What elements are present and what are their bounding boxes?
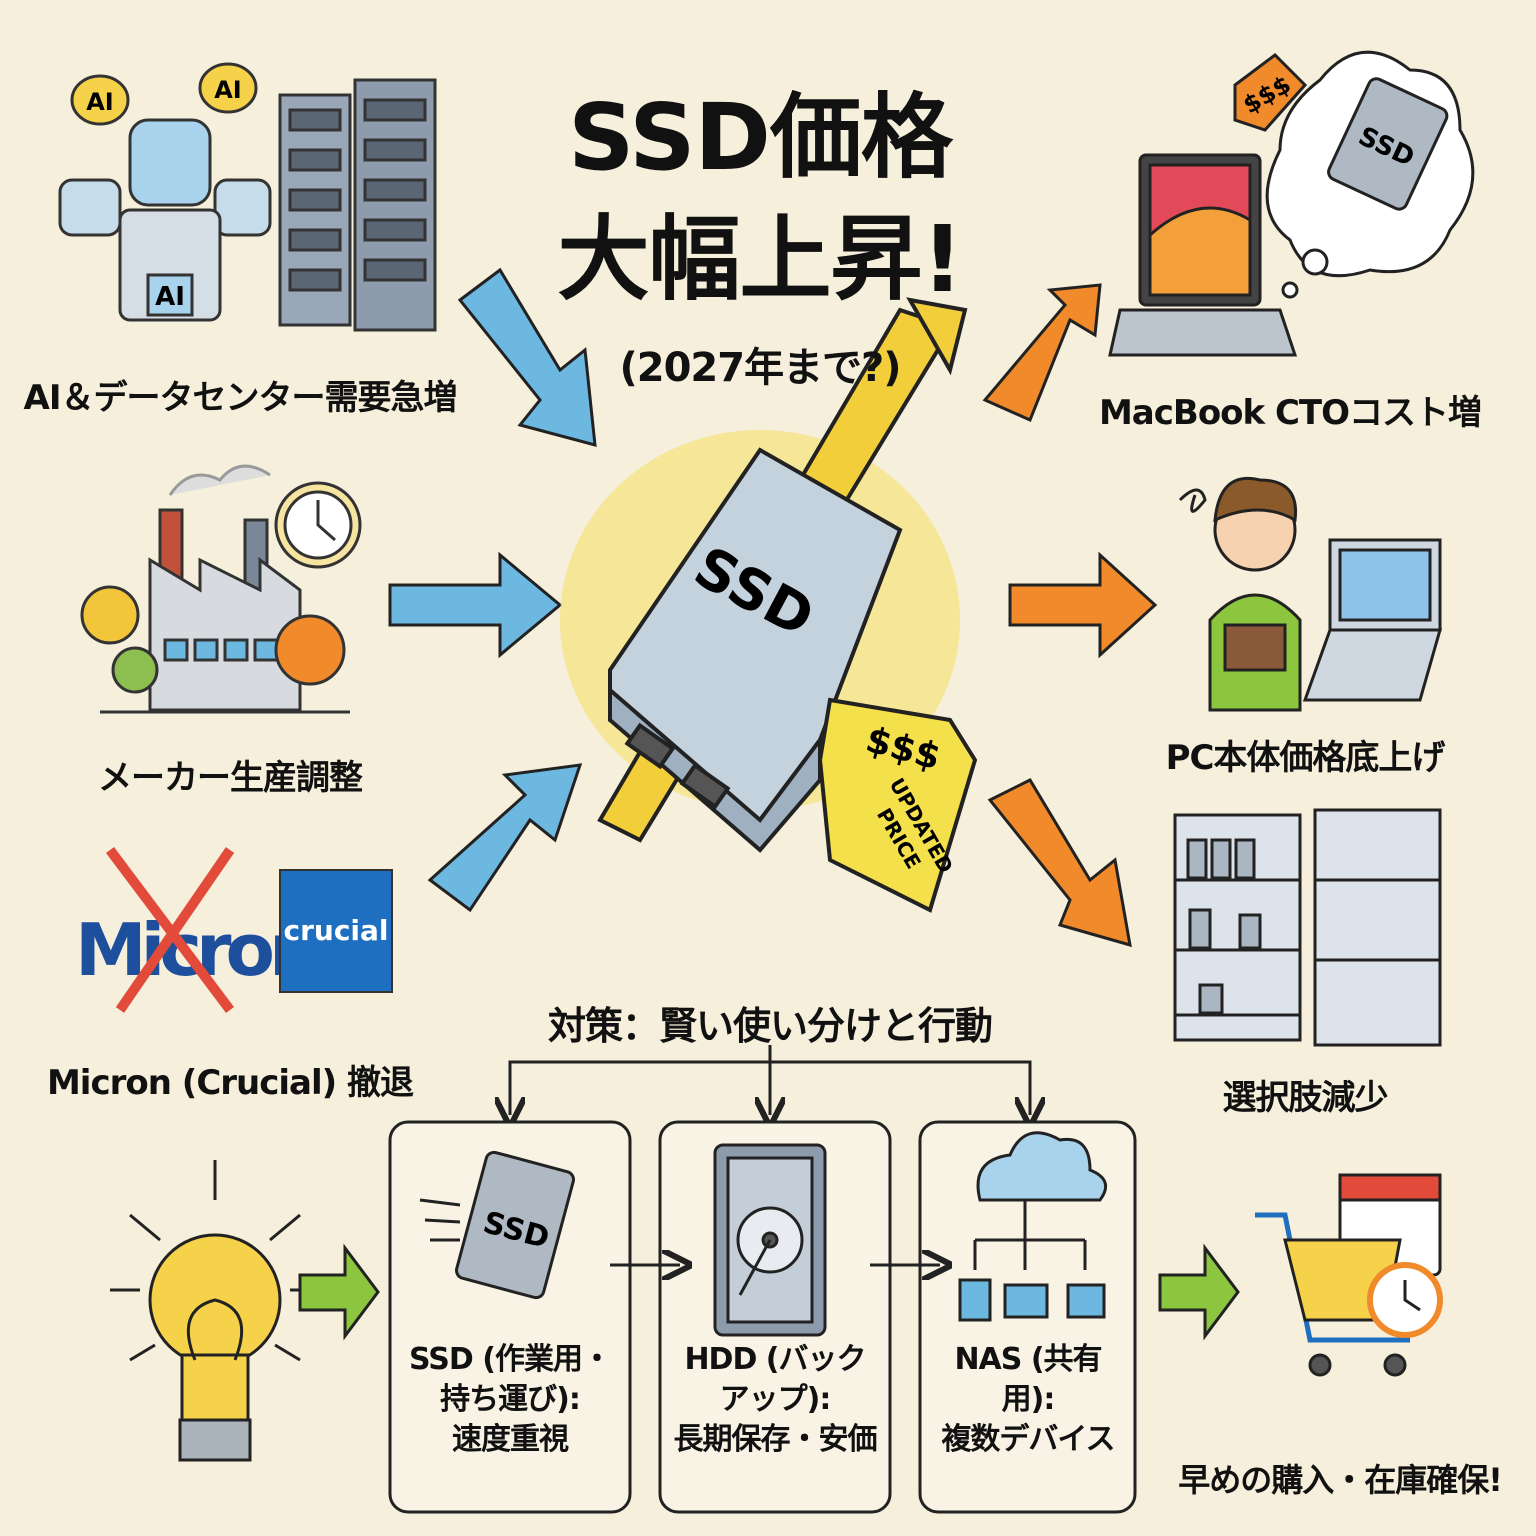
effect-label-choices: 選択肢減少 bbox=[1222, 1078, 1389, 1118]
cause-label-ai: AI＆データセンター需要急増 bbox=[23, 378, 458, 418]
countermeasure-heading: 対策：賢い使い分けと行動 bbox=[547, 1004, 993, 1048]
svg-text:Micron: Micron bbox=[75, 908, 315, 992]
ai-robots-servers-icon bbox=[58, 62, 437, 332]
lightbulb-icon bbox=[110, 1160, 320, 1462]
ssd-icon bbox=[419, 1150, 575, 1300]
countermeasure-bracket bbox=[510, 1045, 1030, 1115]
box-hdd-label: HDD (バックアップ): 長期保存・安価 bbox=[672, 1340, 878, 1460]
cause-arrows bbox=[388, 267, 597, 913]
effect-arrows bbox=[982, 283, 1158, 948]
ai-bubble-text: AI bbox=[86, 88, 114, 116]
action-arrows bbox=[298, 1243, 1240, 1341]
micron-crucial-logos: Micron crucial bbox=[75, 847, 393, 1013]
ai-bubble-text: AI bbox=[214, 76, 242, 104]
title-line1: SSD価格 bbox=[568, 84, 953, 191]
box-nas-line1: NAS (共有用): bbox=[954, 1342, 1102, 1417]
box-ssd-label: SSD (作業用・持ち運び): 速度重視 bbox=[402, 1340, 618, 1460]
factory-icon bbox=[80, 464, 362, 714]
empty-shelves-icon bbox=[1173, 808, 1442, 1047]
cause-label-production: メーカー生産調整 bbox=[98, 758, 363, 798]
box-ssd-line1: SSD (作業用・持ち運び): bbox=[409, 1342, 612, 1417]
box-nas-line2: 複数デバイス bbox=[941, 1422, 1115, 1457]
cause-label-micron: Micron (Crucial) 撤退 bbox=[46, 1063, 414, 1103]
title-note: (2027年まで?) bbox=[619, 345, 901, 391]
title-line2: 大幅上昇! bbox=[557, 206, 964, 313]
arrow-icon bbox=[427, 763, 583, 913]
box-nas-label: NAS (共有用): 複数デバイス bbox=[931, 1340, 1126, 1460]
cloud-network-icon bbox=[958, 1131, 1108, 1322]
effect-label-pc-price: PC本体価格底上げ bbox=[1165, 738, 1446, 778]
ai-chest-text: AI bbox=[155, 282, 185, 312]
arrow-icon bbox=[388, 551, 563, 659]
cart-calendar-clock-icon bbox=[1255, 1173, 1443, 1377]
hdd-safe-icon bbox=[713, 1143, 827, 1337]
box-ssd-line2: 速度重視 bbox=[452, 1422, 569, 1457]
worried-person-laptop-icon bbox=[1178, 476, 1442, 712]
center-ssd-icon bbox=[560, 297, 978, 913]
effect-label-macbook: MacBook CTOコスト増 bbox=[1098, 393, 1482, 433]
svg-text:crucial: crucial bbox=[283, 914, 388, 947]
laptop-ssd-thought-icon bbox=[1108, 50, 1475, 357]
box-hdd-line1: HDD (バックアップ): bbox=[684, 1342, 866, 1417]
box-hdd-line2: 長期保存・安価 bbox=[673, 1422, 878, 1457]
arrow-icon bbox=[457, 267, 597, 448]
final-action-label: 早めの購入・在庫確保! bbox=[1178, 1461, 1503, 1499]
